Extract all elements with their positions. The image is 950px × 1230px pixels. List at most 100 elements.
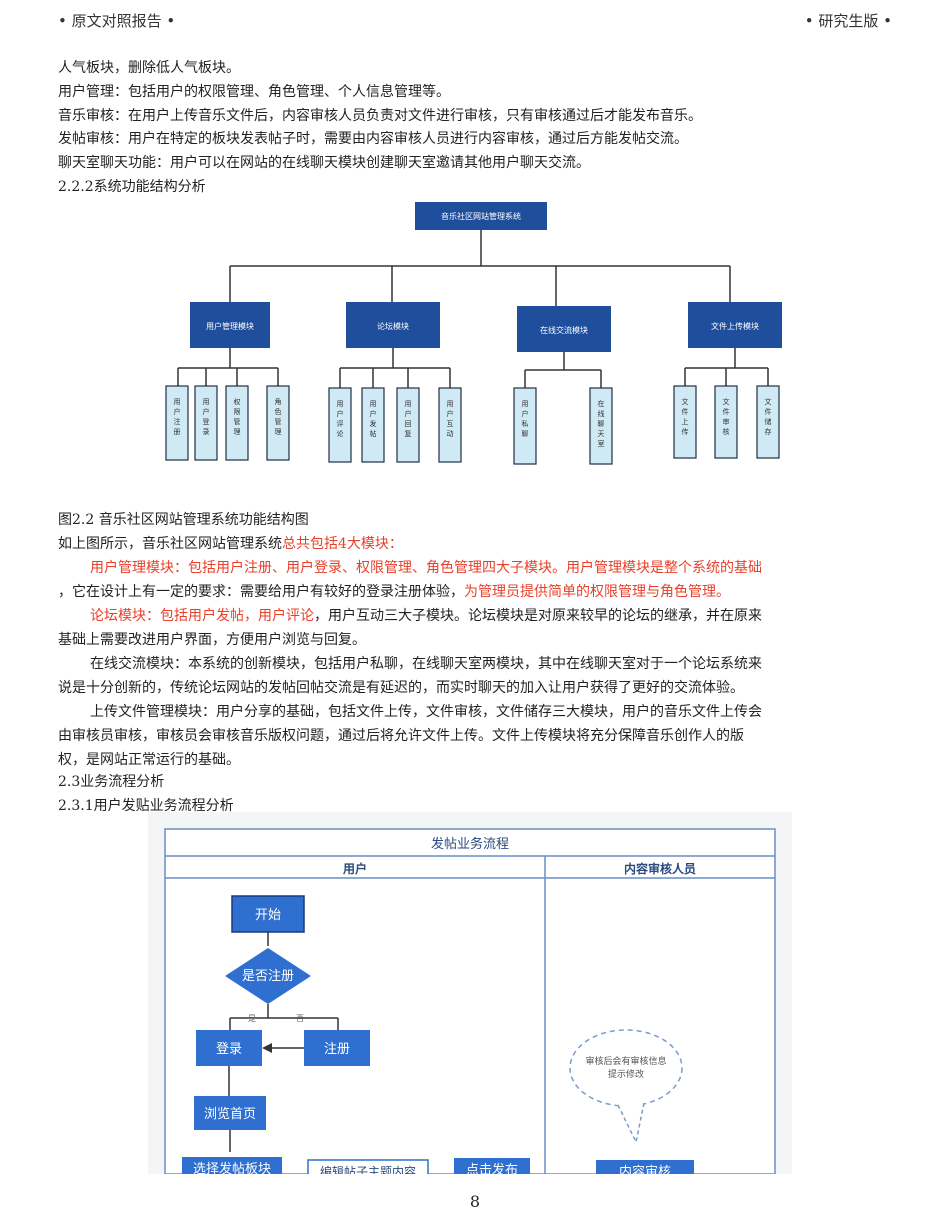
leaf-label: 色 [275, 407, 282, 416]
module-box [688, 302, 782, 348]
leaf-label: 件 [682, 407, 689, 416]
paragraph: 基础上需要改进用户界面，方便用户浏览与回复。 [58, 632, 366, 648]
leaf-label: 件 [765, 407, 772, 416]
flow-title: 发帖业务流程 [431, 836, 509, 852]
text-line: 发帖审核：用户在特定的板块发表帖子时，需要由内容审核人员进行内容审核，通过后方能… [58, 131, 688, 147]
module-label: 论坛模块 [377, 321, 409, 331]
leaf-label: 理 [275, 428, 282, 436]
leaf-label: 审 [723, 417, 730, 426]
text-line: 用户管理：包括用户的权限管理、角色管理、个人信息管理等。 [58, 84, 450, 100]
note-line2: 提示修改 [608, 1068, 644, 1080]
edit-label: 编辑帖子主题内容 [320, 1164, 416, 1174]
leaf-label: 用 [174, 398, 181, 406]
review-label: 内容审核 [619, 1164, 671, 1174]
leaf-label: 权 [234, 397, 241, 406]
root-box [415, 202, 547, 230]
leaf-label: 互 [447, 420, 454, 428]
edit-node [307, 1159, 429, 1174]
leaf-label: 发 [370, 419, 377, 428]
leaf-label: 用 [522, 400, 529, 408]
leaf-label: 户 [174, 407, 181, 416]
leaf-label: 存 [765, 427, 772, 436]
section-heading: 2.3业务流程分析 [58, 774, 165, 790]
leaf-label: 户 [447, 409, 454, 418]
figure-caption: 图2.2 音乐社区网站管理系统功能结构图 [58, 512, 309, 528]
paragraph: 说是十分创新的，传统论坛网站的发帖回帖交流是有延迟的，而实时聊天的加入让用户获得… [58, 680, 744, 696]
leaf-label: 用 [447, 400, 454, 408]
login-label: 登录 [216, 1042, 242, 1057]
leaf-label: 传 [682, 427, 689, 436]
leaf-label: 管 [234, 417, 241, 426]
leaf-label: 管 [275, 417, 282, 426]
text-line: 音乐审核：在用户上传音乐文件后，内容审核人员负责对文件进行审核，只有审核通过后才… [58, 108, 702, 124]
leaf-label: 聊 [522, 429, 529, 438]
leaf-labels: 用户注册用户登录权限管理角色管理用户评论用户发帖用户回复用户互动用户私聊在线聊天… [174, 397, 772, 448]
module-label: 在线交流模块 [540, 325, 588, 335]
note-line1: 审核后会有审核信息 [585, 1055, 666, 1067]
paragraph: 上传文件管理模块：用户分享的基础，包括文件上传，文件审核，文件储存三大模块，用户… [90, 704, 762, 720]
note-bubble [569, 1029, 683, 1107]
login-node [196, 1030, 262, 1066]
module-box [346, 302, 440, 348]
browse-label: 浏览首页 [204, 1106, 256, 1122]
module-box [517, 306, 611, 352]
leaf-label: 户 [405, 409, 412, 418]
leaf-label: 复 [405, 429, 412, 438]
leaf-label: 用 [405, 400, 412, 408]
section-heading: 2.3.1用户发贴业务流程分析 [58, 798, 234, 814]
flowchart: 发帖业务流程 用户 内容审核人员 开始 是否注册 是 否 登录 注册 浏览首页 … [148, 812, 792, 1174]
leaf-label: 用 [337, 400, 344, 408]
leaf-label: 动 [447, 429, 454, 438]
register-node [304, 1030, 370, 1066]
leaf-label: 帖 [370, 429, 377, 438]
lane-reviewer: 内容审核人员 [624, 861, 696, 876]
paragraph: 在线交流模块：本系统的创新模块，包括用户私聊，在线聊天室两模块，其中在线聊天室对… [90, 656, 762, 672]
header-right: • 研究生版 • [804, 12, 892, 30]
module-box [190, 302, 270, 348]
paragraph: 用户管理模块：包括用户注册、用户登录、权限管理、角色管理四大子模块。用户管理模块… [90, 560, 762, 576]
review-node [596, 1160, 694, 1174]
header-left: • 原文对照报告 • [58, 12, 176, 30]
leaf-label: 户 [337, 409, 344, 418]
leaf-label: 户 [203, 407, 210, 416]
leaf-label: 上 [682, 417, 689, 426]
leaf-label: 天 [598, 430, 605, 438]
leaf-label: 储 [765, 417, 772, 426]
paragraph: 权，是网站正常运行的基础。 [58, 752, 240, 768]
leaf-label: 私 [522, 419, 529, 428]
leaf-label: 理 [234, 428, 241, 436]
module-label: 文件上传模块 [711, 321, 759, 331]
decision-label: 是否注册 [242, 969, 294, 984]
select-label: 选择发帖板块 [193, 1161, 271, 1174]
paragraph: ，它在设计上有一定的要求：需要给用户有较好的登录注册体验，为管理员提供简单的权限… [58, 584, 730, 600]
browse-node [194, 1096, 266, 1130]
leaf-label: 回 [405, 420, 412, 428]
leaf-label: 用 [203, 398, 210, 406]
leaf-label: 户 [370, 409, 377, 418]
leaf-label: 论 [337, 429, 344, 438]
leaf-label: 文 [765, 397, 772, 406]
leaf-label: 线 [598, 409, 605, 418]
structure-diagram: 音乐社区网站管理系统 用户管理模块 论坛模块 在线交流模块 文件上传模块 用户注… [165, 202, 782, 465]
paragraph: 由审核员审核，审核员会审核音乐版权问题，通过后将允许文件上传。文件上传模块将充分… [58, 728, 744, 744]
leaf-label: 册 [174, 428, 181, 436]
paragraph: 论坛模块：包括用户发帖，用户评论，用户互动三大子模块。论坛模块是对原来较早的论坛… [90, 608, 762, 624]
post-label: 点击发布 [466, 1162, 518, 1174]
post-node [454, 1158, 530, 1174]
decision-node [225, 948, 311, 1004]
select-node [182, 1157, 282, 1174]
text-line: 聊天室聊天功能：用户可以在网站的在线聊天模块创建聊天室邀请其他用户聊天交流。 [58, 155, 590, 171]
leaf-label: 室 [598, 439, 605, 448]
leaf-label: 文 [723, 397, 730, 406]
module-label: 用户管理模块 [206, 321, 254, 331]
leaf-label: 在 [598, 399, 605, 408]
leaf-label: 用 [370, 400, 377, 408]
leaf-label: 件 [723, 407, 730, 416]
page-number: 8 [469, 1192, 481, 1211]
register-label: 注册 [324, 1042, 350, 1057]
leaf-label: 文 [682, 397, 689, 406]
leaf-label: 核 [723, 427, 730, 436]
leaf-label: 录 [203, 428, 210, 436]
lane-user: 用户 [342, 861, 367, 876]
no-label: 否 [296, 1014, 304, 1023]
